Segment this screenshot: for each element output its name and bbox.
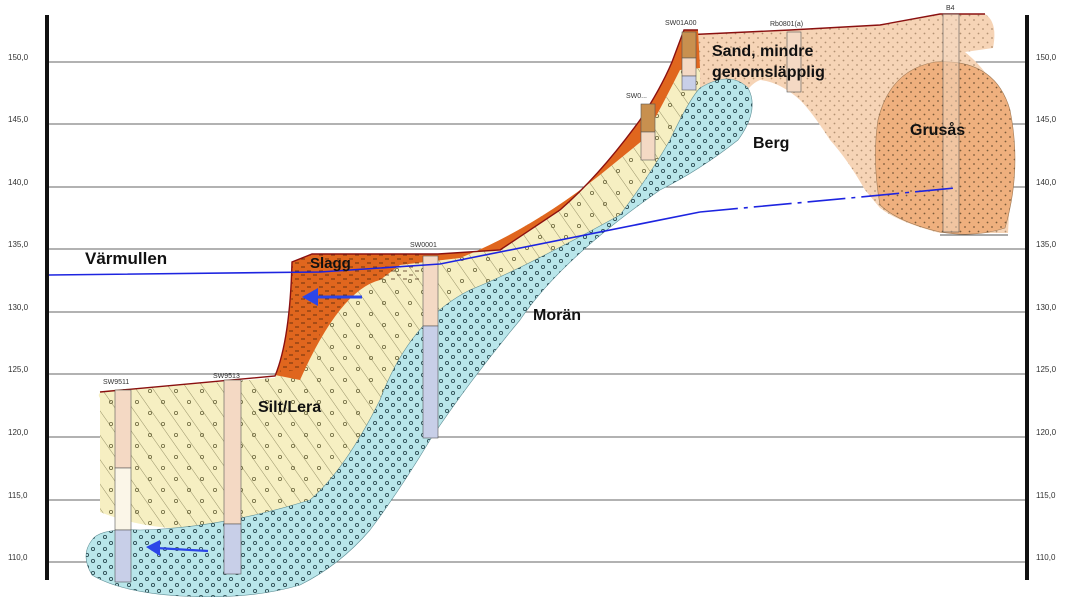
groundwater-line-dashed <box>699 187 956 213</box>
borehole-label: SW0001 <box>410 242 437 249</box>
label-grusas: Grusås <box>910 121 965 139</box>
elevation-label: 135,0 <box>8 240 29 249</box>
label-sand: Sand, mindre genomsläpplig <box>712 43 825 81</box>
borehole-label: SW9513 <box>213 373 240 380</box>
ground-surface-line <box>99 29 698 393</box>
elevation-label: 150,0 <box>1036 53 1057 62</box>
borehole-rb0801a: Rb0801(a) <box>770 21 803 93</box>
label-silt-lera: Silt/Lera <box>258 399 321 416</box>
borehole-label: SW01A00 <box>665 20 697 27</box>
elevation-label: 110,0 <box>1036 553 1056 562</box>
moran-pattern <box>86 79 753 597</box>
elevation-label: 145,0 <box>1036 115 1057 124</box>
elevation-label: 130,0 <box>1036 303 1057 312</box>
flow-arrow-slagg <box>302 288 362 306</box>
elevation-label: 115,0 <box>1036 491 1056 500</box>
groundwater-level <box>48 187 956 276</box>
label-sand-line2: genomsläpplig <box>712 64 825 81</box>
borehole-label: SW0... <box>626 93 647 100</box>
label-berg: Berg <box>753 135 789 152</box>
elevation-label: 130,0 <box>8 303 29 312</box>
groundwater-line-solid <box>48 211 701 276</box>
slagg-dashes <box>280 254 420 372</box>
borehole-label: Rb0801(a) <box>770 21 803 28</box>
elevation-labels-left: 150,0 145,0 140,0 135,0 130,0 125,0 120,… <box>8 53 29 562</box>
label-sand-line1: Sand, mindre <box>712 43 813 60</box>
borehole-sw01a00: SW01A00 <box>665 20 697 91</box>
moran-unit <box>85 78 753 597</box>
borehole-b4: B4 <box>942 5 960 233</box>
silt-lera-unit <box>98 68 700 529</box>
elevation-label: 125,0 <box>1036 365 1057 374</box>
elevation-label: 120,0 <box>8 428 29 437</box>
elevation-label: 140,0 <box>1036 178 1057 187</box>
borehole-sw0001: SW0001 <box>410 242 439 439</box>
left-elevation-bar <box>45 15 49 580</box>
silt-lera-gravel <box>98 68 700 529</box>
right-elevation-bar <box>1025 15 1029 580</box>
elevation-label: 120,0 <box>1036 428 1057 437</box>
label-moran: Morän <box>533 307 581 324</box>
elevation-label: 150,0 <box>8 53 29 62</box>
borehole-label: B4 <box>946 5 955 12</box>
elevation-label: 140,0 <box>8 178 29 187</box>
elevation-labels-right: 150,0 145,0 140,0 135,0 130,0 125,0 120,… <box>1036 53 1057 562</box>
borehole-sw9511: SW9511 <box>103 379 132 583</box>
elevation-label: 125,0 <box>8 365 29 374</box>
label-slagg: Slagg <box>310 255 351 272</box>
elevation-label: 115,0 <box>8 491 28 500</box>
elevation-label: 110,0 <box>8 553 28 562</box>
borehole-sw9513: SW9513 <box>213 373 242 575</box>
label-varmullen: Värmullen <box>85 249 167 268</box>
flow-arrow-moran <box>146 540 209 556</box>
borehole-sw0-upper: SW0... <box>626 93 656 161</box>
elevation-label: 135,0 <box>1036 240 1057 249</box>
borehole-label: SW9511 <box>103 379 129 386</box>
elevation-label: 145,0 <box>8 115 29 124</box>
slagg-unit <box>99 29 700 393</box>
